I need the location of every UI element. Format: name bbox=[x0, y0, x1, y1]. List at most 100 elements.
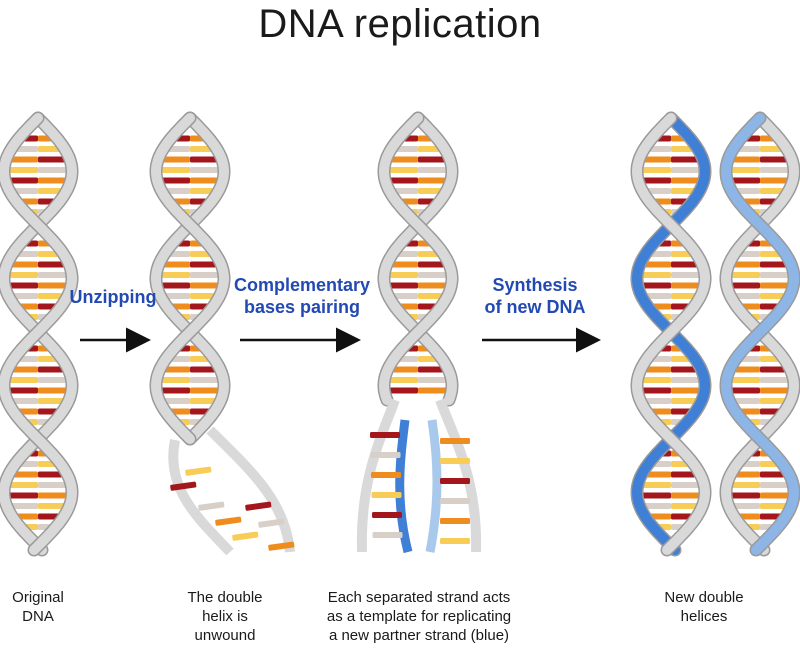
step-label-pairing: Complementary bases pairing bbox=[233, 275, 371, 317]
base-pair bbox=[760, 366, 787, 373]
paired-base bbox=[370, 432, 400, 438]
paired-base bbox=[440, 478, 470, 484]
base-pair bbox=[160, 282, 190, 289]
base-pair bbox=[12, 471, 39, 478]
base-pair bbox=[418, 156, 446, 163]
base-pair bbox=[643, 156, 671, 163]
base-pair bbox=[641, 282, 671, 289]
base-pair bbox=[11, 398, 38, 404]
base-pair bbox=[730, 377, 760, 383]
base-pair bbox=[388, 167, 418, 173]
base-pair bbox=[671, 282, 701, 289]
base-pair bbox=[190, 282, 220, 289]
base-pair bbox=[8, 492, 38, 499]
base-pair bbox=[38, 261, 66, 268]
base-pair bbox=[645, 471, 671, 478]
base-pair bbox=[418, 167, 448, 173]
base-pair bbox=[760, 387, 790, 394]
template-replication-helix bbox=[356, 111, 482, 554]
base-pair bbox=[645, 293, 671, 299]
base-pair bbox=[190, 293, 216, 299]
strand-a bbox=[168, 439, 234, 556]
base-pair bbox=[737, 146, 760, 152]
base-pair bbox=[671, 471, 697, 478]
base-pair bbox=[38, 156, 66, 163]
base-pair bbox=[38, 387, 68, 394]
base-pair bbox=[671, 377, 701, 383]
unwound-helix bbox=[149, 111, 295, 556]
base-pair bbox=[641, 272, 671, 278]
base-pair bbox=[418, 366, 445, 373]
base-pair bbox=[38, 177, 67, 184]
base-pair bbox=[162, 261, 190, 268]
base-pair bbox=[733, 366, 760, 373]
base-pair bbox=[160, 167, 190, 173]
base-pair bbox=[38, 146, 61, 152]
base-pair bbox=[734, 471, 760, 478]
base-pair bbox=[11, 366, 38, 373]
strand-b bbox=[0, 113, 78, 555]
base-pair bbox=[12, 293, 39, 299]
base-pair bbox=[418, 387, 448, 394]
base-pair bbox=[760, 377, 790, 383]
base-pair bbox=[732, 156, 760, 163]
base-pair bbox=[648, 146, 671, 152]
new-strand-left bbox=[395, 419, 413, 554]
base-pair bbox=[9, 177, 38, 184]
base-pair bbox=[671, 167, 701, 173]
strand-b bbox=[378, 113, 457, 405]
base-pair bbox=[738, 251, 760, 257]
base-pair bbox=[671, 293, 697, 299]
base-pair bbox=[641, 482, 671, 488]
paired-base bbox=[440, 538, 470, 544]
base-pair bbox=[8, 387, 38, 394]
paired-base bbox=[371, 492, 402, 498]
base-pair bbox=[671, 492, 701, 499]
base-pair bbox=[418, 146, 441, 152]
base-pair bbox=[163, 398, 190, 404]
caption-original-dna: Original DNA bbox=[12, 589, 64, 625]
base-pair bbox=[730, 482, 760, 488]
base-pair bbox=[8, 377, 38, 383]
base-pair bbox=[671, 146, 694, 152]
base-pair bbox=[390, 261, 418, 268]
base-pair bbox=[388, 282, 418, 289]
base-pair bbox=[164, 293, 190, 299]
base-pair bbox=[730, 272, 760, 278]
base-pair bbox=[760, 177, 789, 184]
step-label-synthesis: Synthesis of new DNA bbox=[484, 275, 586, 317]
strand-b bbox=[206, 426, 295, 553]
base-pair bbox=[418, 188, 443, 194]
base-pair bbox=[16, 513, 38, 520]
base-pair bbox=[671, 272, 701, 278]
base-pair bbox=[641, 377, 671, 383]
base-pair bbox=[730, 492, 760, 499]
step-label-unzipping: Unzipping bbox=[69, 287, 157, 307]
base-pair bbox=[760, 188, 785, 194]
base-pair bbox=[418, 251, 440, 257]
base-pair bbox=[38, 366, 65, 373]
paired-base bbox=[440, 438, 470, 444]
base-pair bbox=[161, 177, 190, 184]
base-pair bbox=[735, 188, 760, 194]
strand-b bbox=[631, 113, 711, 555]
base-pair bbox=[643, 261, 671, 268]
base-pair bbox=[643, 503, 671, 509]
base-pair bbox=[10, 503, 39, 509]
base-pair bbox=[418, 293, 444, 299]
base-pair bbox=[730, 387, 760, 394]
base-pair bbox=[190, 366, 217, 373]
base-pair bbox=[731, 177, 760, 184]
base-pair bbox=[760, 503, 788, 509]
base-pair bbox=[760, 293, 786, 299]
base-pair bbox=[165, 188, 190, 194]
paired-base bbox=[371, 472, 401, 478]
paired-base bbox=[440, 458, 470, 464]
base-pair bbox=[38, 188, 63, 194]
base-pair bbox=[190, 377, 220, 383]
base-pair bbox=[760, 482, 790, 488]
base-pair bbox=[16, 251, 38, 257]
base-pair bbox=[642, 177, 671, 184]
strand-b bbox=[150, 113, 229, 444]
base-pair bbox=[190, 261, 218, 268]
